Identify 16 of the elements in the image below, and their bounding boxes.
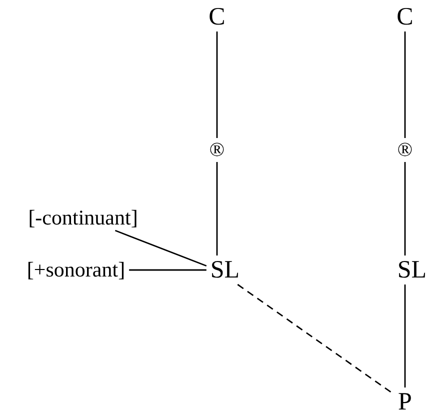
association-line <box>216 32 218 138</box>
feature-label: [+sonorant] <box>26 258 126 282</box>
association-line <box>404 32 406 138</box>
association-line <box>129 269 206 271</box>
node-label: C <box>396 4 414 30</box>
feature-label: [-continuant] <box>28 206 138 230</box>
root-node-label: ® <box>397 139 413 161</box>
node-label: SL <box>210 256 240 284</box>
node-label: SL <box>397 256 427 284</box>
node-label: C <box>208 4 226 30</box>
node-label: P <box>398 388 412 415</box>
association-line <box>404 284 406 388</box>
association-line <box>114 230 207 267</box>
association-line <box>216 162 218 256</box>
root-node-label: ® <box>209 139 225 161</box>
association-line <box>404 162 406 256</box>
